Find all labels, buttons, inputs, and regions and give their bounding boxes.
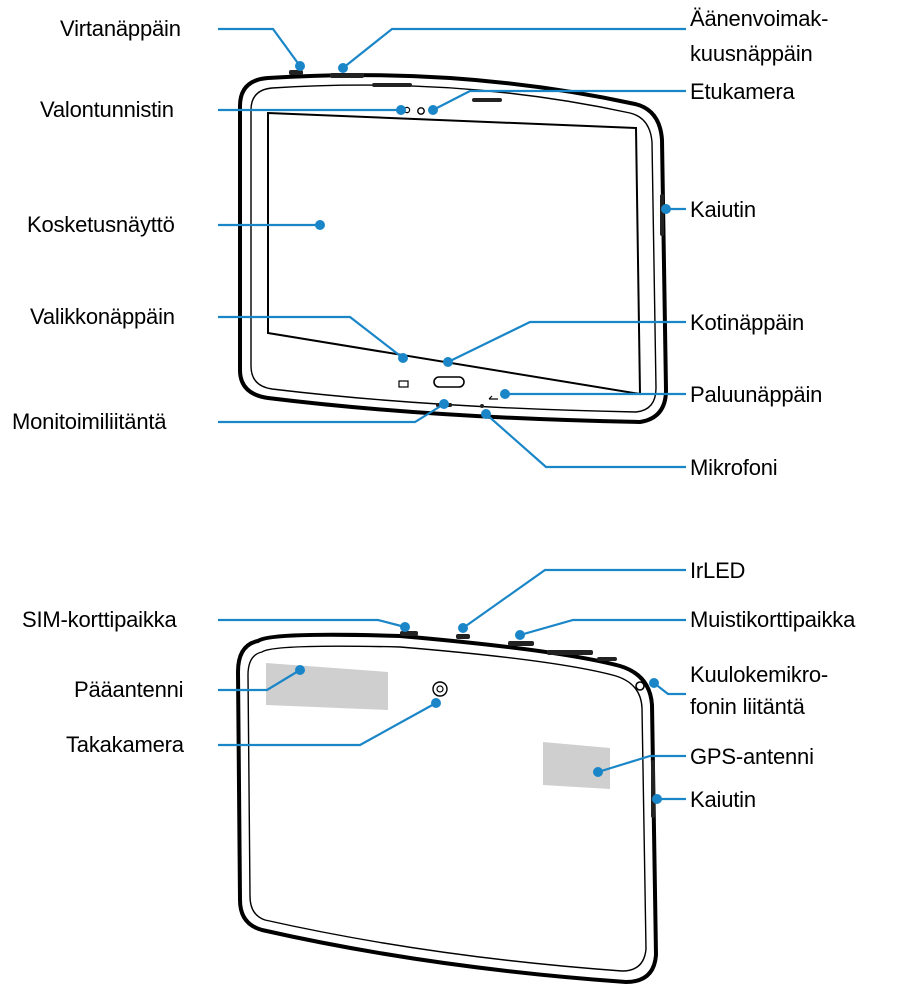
- leader-home-key: [447, 320, 686, 363]
- label-back-key: Paluunäppäin: [690, 382, 823, 407]
- label-gps-antenna: GPS-antenni: [690, 744, 814, 769]
- leader-headset-jack: [653, 682, 686, 696]
- dot-gps-antenna: [593, 767, 603, 777]
- front-device-rim: [250, 84, 657, 413]
- front-camera-shape: [417, 107, 425, 115]
- dot-back-key: [500, 389, 510, 399]
- leader-power-key: [218, 27, 301, 67]
- front-device: [238, 70, 669, 425]
- menu-key-shape: [398, 380, 409, 388]
- microphone-shape: [480, 404, 484, 408]
- leader-rear-camera: [218, 702, 437, 747]
- headset-jack-shape: [635, 681, 645, 691]
- ir-led-shape: [456, 634, 470, 639]
- label-volume-key-line2: kuusnäppäin: [690, 41, 813, 66]
- leader-front-camera: [432, 89, 686, 111]
- power-key-shape: [289, 70, 303, 75]
- top-vent-b: [472, 98, 502, 102]
- label-light-sensor: Valontunnistin: [40, 97, 174, 122]
- dot-light-sensor: [396, 105, 406, 115]
- main-antenna-shape: [266, 663, 388, 710]
- label-multipurpose-jack: Monitoimiliitäntä: [12, 409, 167, 434]
- back-leaders: [218, 568, 686, 804]
- front-leaders: [218, 27, 686, 469]
- dot-memory-slot: [515, 630, 525, 640]
- rear-camera-lens: [436, 685, 444, 693]
- label-main-antenna: Pääantenni: [74, 677, 184, 702]
- rear-camera-shape: [432, 681, 448, 697]
- label-power-key: Virtanäppäin: [60, 16, 181, 41]
- dot-power-key: [295, 61, 305, 71]
- label-front-camera: Etukamera: [690, 79, 795, 104]
- dot-headset-jack: [649, 678, 659, 688]
- leader-gps-antenna: [597, 754, 686, 774]
- label-touchscreen: Kosketusnäyttö: [27, 212, 175, 237]
- label-ir-led: IrLED: [690, 558, 746, 583]
- dot-front-camera: [428, 105, 438, 115]
- top-vent-a: [372, 83, 412, 87]
- dot-volume-key: [338, 63, 348, 73]
- label-rear-camera: Takakamera: [66, 732, 184, 757]
- dot-menu-key: [398, 353, 408, 363]
- home-key-shape: [433, 376, 465, 388]
- memory-slot-shape: [508, 641, 534, 646]
- label-speaker-back: Kaiutin: [690, 787, 756, 812]
- back-device-body: [235, 632, 659, 985]
- label-home-key: Kotinäppäin: [690, 310, 805, 335]
- dot-speaker-front: [661, 204, 671, 214]
- label-memory-slot: Muistikorttipaikka: [690, 607, 856, 632]
- back-top-vent-b: [597, 657, 617, 661]
- back-device-rim: [247, 645, 647, 972]
- back-key-shape: [488, 395, 498, 400]
- back-top-vent-a: [547, 650, 593, 655]
- label-headset-jack-line1: Kuulokemikro-: [690, 662, 829, 687]
- back-speaker-shape: [651, 760, 655, 818]
- leader-memory-slot: [519, 618, 686, 637]
- dot-ir-led: [458, 623, 468, 633]
- sim-slot-shape: [400, 631, 418, 636]
- gps-antenna-shape: [543, 742, 610, 789]
- label-headset-jack-line2: fonin liitäntä: [690, 694, 805, 719]
- leader-menu-key: [218, 315, 404, 359]
- label-sim-slot: SIM-korttipaikka: [22, 607, 177, 632]
- dot-home-key: [443, 357, 453, 367]
- label-speaker-front: Kaiutin: [690, 197, 756, 222]
- back-device: [235, 631, 659, 985]
- leader-multipurpose-jack: [218, 403, 445, 424]
- leader-ir-led: [462, 568, 686, 629]
- leader-microphone: [485, 413, 686, 469]
- leader-main-antenna: [218, 669, 301, 692]
- label-volume-key-line1: Äänenvoimak-: [690, 6, 829, 31]
- dot-main-antenna: [295, 665, 305, 675]
- dot-touchscreen: [315, 220, 325, 230]
- label-menu-key: Valikkonäppäin: [30, 304, 175, 329]
- leader-volume-key: [342, 27, 686, 69]
- dot-speaker-back: [652, 794, 662, 804]
- side-speaker-shape: [660, 194, 664, 236]
- dot-sim-slot: [400, 622, 410, 632]
- label-microphone: Mikrofoni: [690, 455, 778, 480]
- leader-sim-slot: [218, 618, 406, 629]
- dot-multipurpose-jack: [439, 399, 449, 409]
- volume-key-shape: [330, 73, 364, 78]
- dot-microphone: [481, 409, 491, 419]
- dot-rear-camera: [431, 698, 441, 708]
